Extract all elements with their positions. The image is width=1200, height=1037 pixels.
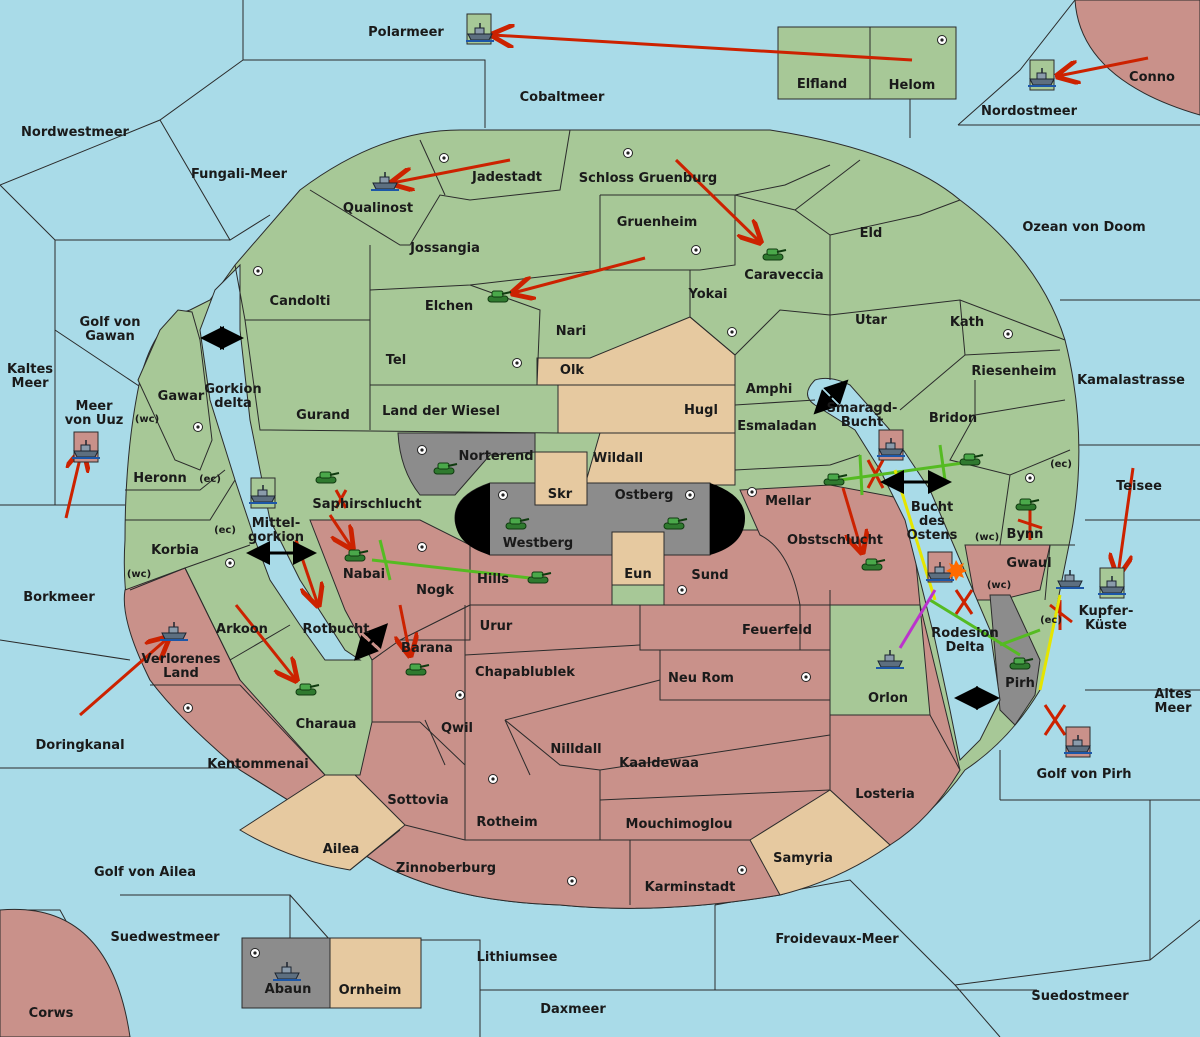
eastern-channel	[807, 377, 1001, 762]
ailea-region[interactable]	[239, 774, 406, 871]
samyria-region[interactable]	[749, 789, 891, 896]
gorkion-channel	[199, 263, 362, 661]
wildall-region[interactable]	[584, 432, 736, 486]
land-borders	[125, 129, 1075, 905]
norterend-region[interactable]	[397, 432, 536, 496]
mountain-west-cap	[455, 483, 490, 555]
obstschlucht-region[interactable]	[739, 484, 921, 606]
corws-land	[0, 908, 131, 1037]
hugl-region[interactable]	[557, 384, 736, 434]
ornheim-region[interactable]	[329, 937, 422, 1009]
adjacency-arrows	[200, 326, 1000, 710]
order-arrows	[64, 35, 1149, 717]
battle-marker	[946, 560, 967, 581]
elfland-region[interactable]	[777, 26, 871, 100]
mountain-east-cap	[710, 483, 745, 555]
